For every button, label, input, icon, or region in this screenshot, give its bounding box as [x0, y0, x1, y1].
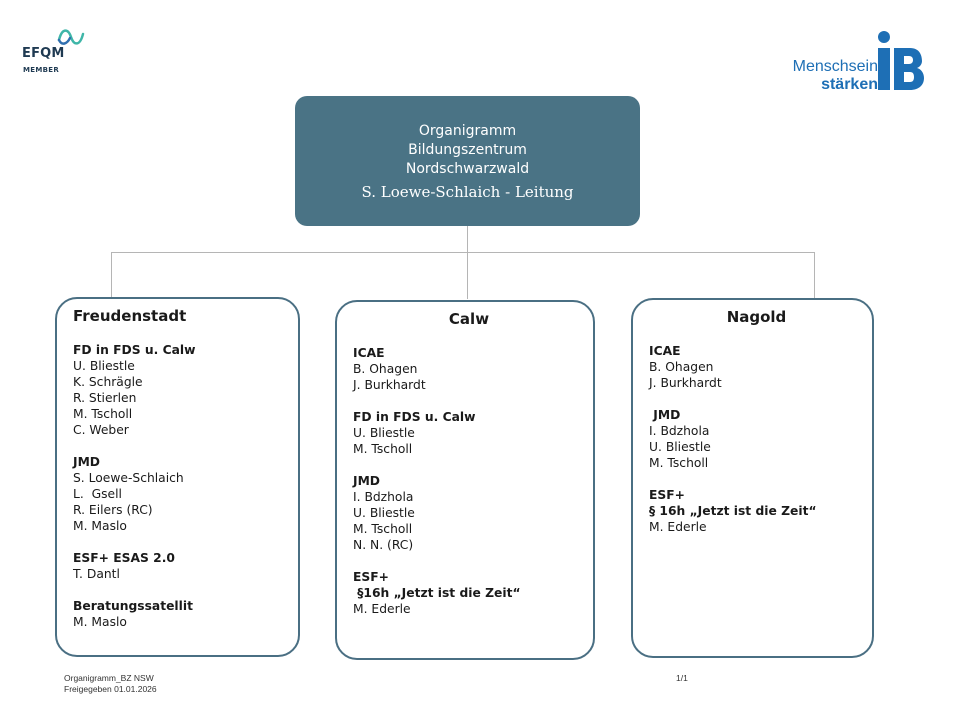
staff-name: L. Gsell	[73, 487, 122, 501]
efqm-logo-subtext: MEMBER	[23, 66, 60, 74]
location-box-nagold: Nagold ICAE B. Ohagen J. Burkhardt JMD I. B…	[631, 298, 874, 658]
staff-name: U. Bliestle	[649, 440, 711, 454]
section-heading: JMD	[73, 455, 101, 469]
spacer	[353, 553, 585, 569]
org-leader: S. Loewe-Schlaich - Leitung	[361, 183, 574, 201]
ib-slogan-line2: stärken	[821, 76, 878, 93]
section-heading: ICAE	[353, 346, 385, 360]
org-title-line1: Organigramm	[418, 123, 517, 139]
staff-name: U. Bliestle	[353, 506, 415, 520]
staff-name: M. Tscholl	[73, 407, 133, 421]
efqm-logo-text: EFQM	[22, 46, 65, 61]
staff-name: I. Bdzhola	[353, 490, 414, 504]
section-heading: §16h „Jetzt ist die Zeit“	[353, 586, 521, 600]
spacer	[73, 582, 290, 598]
spacer	[73, 438, 290, 454]
staff-name: M. Tscholl	[649, 456, 709, 470]
ib-slogan-line1: Menschsein	[792, 58, 878, 75]
location-title: Nagold	[726, 308, 787, 326]
staff-name: J. Burkhardt	[649, 376, 722, 390]
section-heading: JMD	[353, 474, 381, 488]
staff-name: M. Maslo	[73, 519, 127, 533]
footer-doc-name: Organigramm_BZ NSW	[64, 673, 154, 683]
staff-name: M. Tscholl	[353, 522, 413, 536]
section-heading: ICAE	[649, 344, 681, 358]
location-title: Calw	[448, 310, 490, 328]
spacer	[353, 393, 585, 409]
staff-name: K. Schrägle	[73, 375, 143, 389]
staff-name: U. Bliestle	[73, 359, 135, 373]
staff-name: M. Tscholl	[353, 442, 413, 456]
section-heading: ESF+ ESAS 2.0	[73, 551, 175, 565]
org-head-box: Organigramm Bildungszentrum Nordschwarzw…	[295, 96, 640, 226]
footer-release-date: Freigegeben 01.01.2026	[64, 684, 157, 694]
staff-name: B. Ohagen	[353, 362, 418, 376]
staff-name: M. Maslo	[73, 615, 127, 629]
staff-name: S. Loewe-Schlaich	[73, 471, 184, 485]
staff-name: C. Weber	[73, 423, 129, 437]
staff-name: R. Stierlen	[73, 391, 137, 405]
efqm-infinity-icon	[57, 29, 85, 45]
org-title-line2: Bildungszentrum	[408, 142, 527, 158]
section-heading: ESF+	[353, 570, 389, 584]
ib-logo: Menschsein stärken	[776, 30, 936, 96]
efqm-member-logo: EFQM MEMBER	[22, 26, 92, 78]
spacer	[649, 391, 864, 407]
spacer	[649, 471, 864, 487]
staff-name: I. Bdzhola	[649, 424, 710, 438]
staff-name: R. Eilers (RC)	[73, 503, 153, 517]
org-title-line3: Nordschwarzwald	[405, 161, 530, 177]
spacer	[73, 534, 290, 550]
page-number: 1/1	[676, 673, 688, 683]
section-heading: § 16h „Jetzt ist die Zeit“	[649, 504, 817, 518]
location-box-calw: Calw ICAE B. Ohagen J. Burkhardt FD in FDS …	[335, 300, 595, 660]
staff-name: U. Bliestle	[353, 426, 415, 440]
section-heading: FD in FDS u. Calw	[353, 410, 476, 424]
staff-name: B. Ohagen	[649, 360, 714, 374]
staff-name: M. Ederle	[649, 520, 707, 534]
staff-name: J. Burkhardt	[353, 378, 426, 392]
footer: Organigramm_BZ NSW Freigegeben 01.01.202…	[64, 673, 157, 695]
location-box-freudenstadt: Freudenstadt FD in FDS u. Calw U. Bliestl…	[55, 297, 300, 657]
section-heading: FD in FDS u. Calw	[73, 343, 196, 357]
section-heading: JMD	[649, 408, 681, 422]
section-heading: ESF+	[649, 488, 685, 502]
section-heading: Beratungssatellit	[73, 599, 193, 613]
staff-name: N. N. (RC)	[353, 538, 414, 552]
staff-name: T. Dantl	[73, 567, 120, 581]
location-title: Freudenstadt	[73, 307, 187, 325]
spacer	[353, 457, 585, 473]
staff-name: M. Ederle	[353, 602, 411, 616]
ib-monogram-icon	[878, 31, 924, 90]
